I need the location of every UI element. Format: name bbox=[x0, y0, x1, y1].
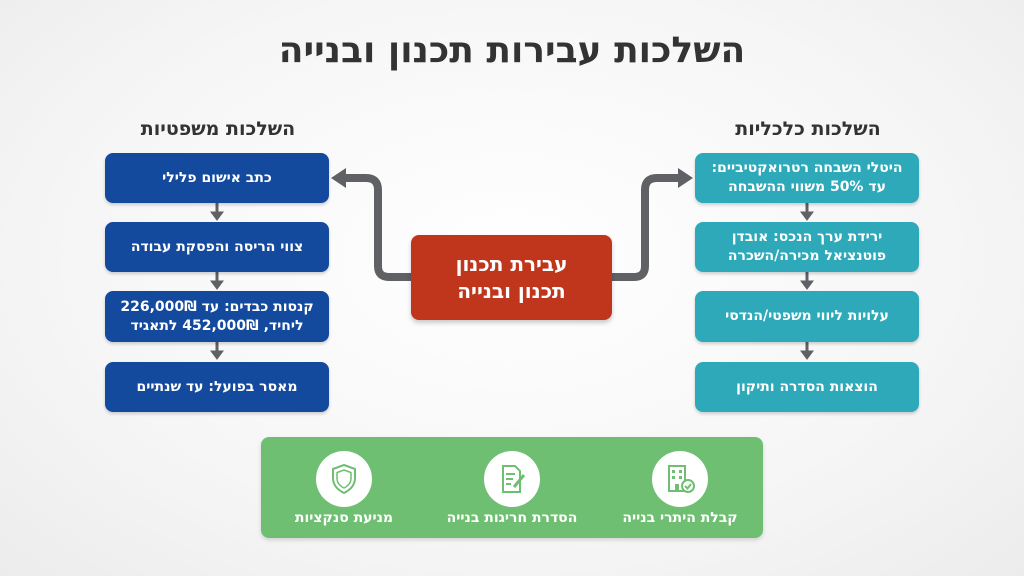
solution-label: הסדרת חריגות בנייה bbox=[446, 510, 578, 526]
econ-item-regularization-costs: הוצאות הסדרה ותיקון bbox=[695, 362, 919, 412]
center-violation-box: עבירת תכנון תכנון ובנייה bbox=[411, 235, 612, 320]
legal-item-line: כתב אישום פלילי bbox=[162, 169, 272, 186]
legal-item-demolition-orders: צווי הריסה והפסקת עבודה bbox=[105, 222, 329, 272]
legal-down-head-3 bbox=[210, 350, 224, 360]
arrow-head-legal bbox=[331, 168, 346, 188]
econ-down-head-1 bbox=[800, 211, 814, 221]
econ-item-line: הוצאות הסדרה ותיקון bbox=[736, 378, 878, 395]
arrow-to-economic bbox=[612, 174, 679, 281]
econ-item-line: עלויות ליווי משפטי/הנדסי bbox=[725, 308, 889, 325]
legal-item-fines: קנסות כבדים: עד 226,000₪ ליחיד, 452,000₪… bbox=[105, 291, 329, 342]
legal-heading: השלכות משפטיות bbox=[140, 118, 296, 140]
solutions-panel: קבלת היתרי בנייה הסדרת חריגות בנייה bbox=[261, 437, 763, 538]
econ-item-line: עד 50% משווי ההשבחה bbox=[728, 179, 886, 195]
legal-item-imprisonment: מאסר בפועל: עד שנתיים bbox=[105, 362, 329, 412]
econ-down-head-3 bbox=[800, 350, 814, 360]
center-line-1: עבירת תכנון bbox=[455, 251, 568, 276]
legal-down-head-2 bbox=[210, 280, 224, 290]
solution-regularize-violations: הסדרת חריגות בנייה bbox=[437, 437, 587, 538]
legal-down-head-1 bbox=[210, 211, 224, 221]
economic-heading: השלכות כלכליות bbox=[735, 118, 881, 140]
arrow-head-economic bbox=[678, 168, 693, 188]
solution-building-permits: קבלת היתרי בנייה bbox=[605, 437, 755, 538]
econ-item-line: היטלי השבחה רטרואקטיביים: bbox=[711, 160, 903, 177]
econ-down-head-2 bbox=[800, 280, 814, 290]
legal-item-indictment: כתב אישום פלילי bbox=[105, 153, 329, 203]
center-line-2: תכנון ובנייה bbox=[457, 278, 566, 303]
page-title: השלכות עבירות תכנון ובנייה bbox=[278, 30, 746, 71]
solution-label: קבלת היתרי בנייה bbox=[622, 510, 738, 526]
econ-item-value-decline: ירידת ערך הנכס: אובדן פוטנציאל מכירה/השכ… bbox=[695, 222, 919, 272]
econ-item-betterment-levy: היטלי השבחה רטרואקטיביים: עד 50% משווי ה… bbox=[695, 153, 919, 203]
econ-item-line: ירידת ערך הנכס: אובדן bbox=[731, 229, 883, 246]
legal-item-line: ליחיד, 452,000₪ לתאגיד bbox=[130, 317, 304, 334]
econ-item-line: פוטנציאל מכירה/השכרה bbox=[727, 248, 887, 264]
econ-item-legal-costs: עלויות ליווי משפטי/הנדסי bbox=[695, 291, 919, 342]
shield-icon bbox=[316, 451, 372, 507]
legal-item-line: מאסר בפועל: עד שנתיים bbox=[136, 378, 298, 395]
building-permit-icon bbox=[652, 451, 708, 507]
document-edit-icon bbox=[484, 451, 540, 507]
solution-prevent-sanctions: מניעת סנקציות bbox=[269, 437, 419, 538]
solution-label: מניעת סנקציות bbox=[294, 510, 394, 526]
legal-item-line: קנסות כבדים: עד 226,000₪ bbox=[120, 298, 314, 315]
legal-item-line: צווי הריסה והפסקת עבודה bbox=[130, 238, 304, 255]
arrow-to-legal bbox=[344, 174, 411, 281]
